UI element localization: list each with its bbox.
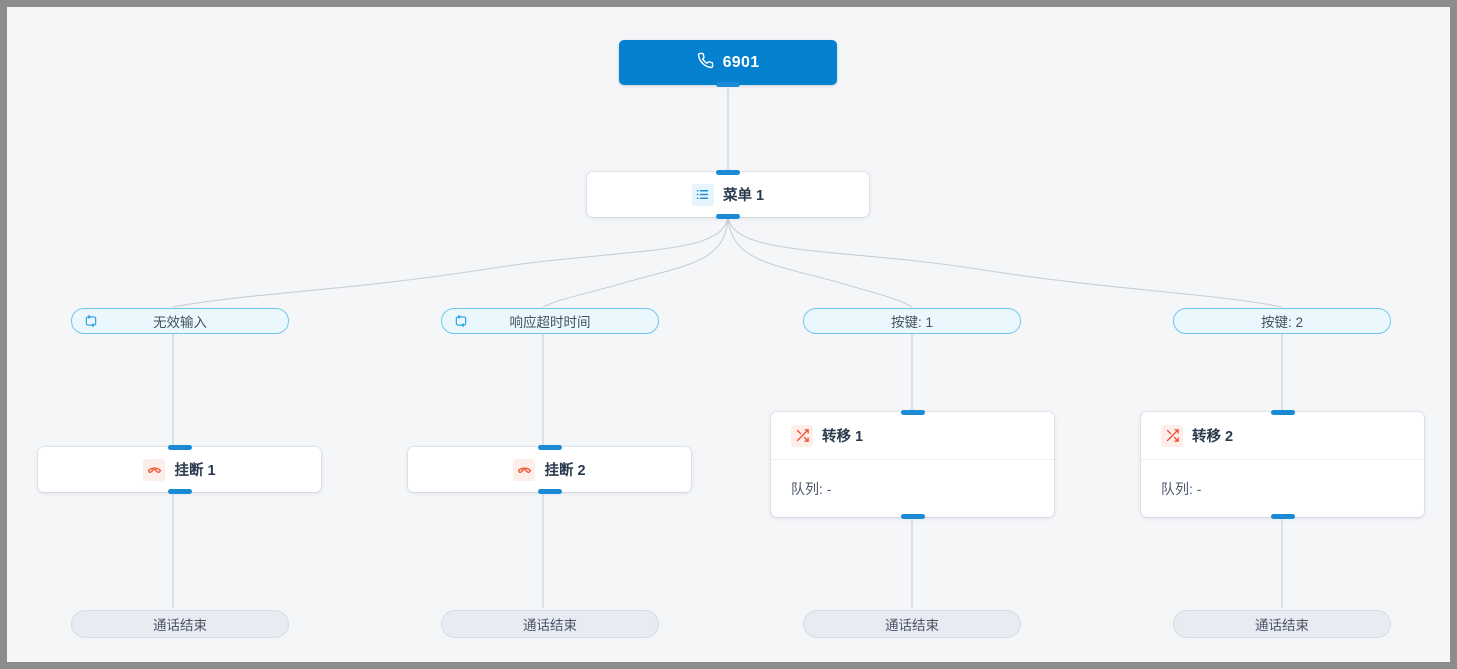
- end-pill-label: 通话结束: [153, 618, 207, 633]
- shuffle-transfer-icon: [791, 424, 813, 447]
- end-pill-label: 通话结束: [885, 618, 939, 633]
- transfer-node-2-header: 转移 2: [1141, 412, 1424, 460]
- end-pill-4[interactable]: 通话结束: [1173, 610, 1391, 638]
- end-pill-2[interactable]: 通话结束: [441, 610, 659, 638]
- branch-pill-label: 无效输入: [153, 315, 207, 330]
- root-extension-label: 6901: [722, 53, 760, 71]
- retry-loop-icon: [84, 314, 98, 328]
- edge-menu-to-branch-3: [727, 213, 913, 308]
- hangup-2-handle-bottom[interactable]: [537, 489, 562, 494]
- branch-pill-label: 按键: 2: [1260, 315, 1303, 330]
- root-handle-bottom[interactable]: [716, 82, 740, 87]
- hangup-1-handle-top[interactable]: [167, 445, 192, 450]
- hangup-node-1[interactable]: 挂断 1: [38, 445, 321, 494]
- hangup-2-handle-top[interactable]: [537, 445, 562, 450]
- root-extension-node[interactable]: 6901: [619, 40, 837, 87]
- phone-hangup-icon: [143, 458, 166, 481]
- transfer-node-2-label: 转移 2: [1192, 429, 1234, 445]
- edge-connector-layer: [172, 85, 1283, 608]
- hangup-node-1-title: 挂断 1: [143, 458, 216, 481]
- menu-handle-top[interactable]: [716, 170, 740, 175]
- transfer-node-1-title: 转移 1: [791, 424, 864, 447]
- menu-node[interactable]: 菜单 1: [587, 170, 869, 219]
- transfer-node-1-header: 转移 1: [771, 412, 1054, 460]
- phone-icon: [697, 52, 714, 74]
- list-menu-icon: [691, 183, 714, 206]
- transfer-node-1-label: 转移 1: [822, 429, 864, 445]
- hangup-1-handle-bottom[interactable]: [167, 489, 192, 494]
- edge-menu-to-branch-1: [172, 213, 729, 308]
- flow-canvas[interactable]: 6901 菜单 1: [7, 7, 1450, 662]
- end-pill-3[interactable]: 通话结束: [803, 610, 1021, 638]
- transfer-1-handle-bottom[interactable]: [900, 514, 925, 519]
- menu-node-title: 菜单 1: [691, 183, 765, 206]
- edge-menu-to-branch-4: [727, 213, 1283, 308]
- transfer-2-handle-top[interactable]: [1270, 410, 1295, 415]
- end-pill-1[interactable]: 通话结束: [71, 610, 289, 638]
- branch-pill-label: 响应超时时间: [509, 315, 591, 330]
- menu-handle-bottom[interactable]: [716, 214, 740, 219]
- hangup-node-2[interactable]: 挂断 2: [408, 445, 691, 494]
- transfer-node-2-queue: 队列: -: [1161, 480, 1202, 497]
- branch-pill-key-2[interactable]: 按键: 2: [1173, 308, 1391, 334]
- branch-pill-key-1[interactable]: 按键: 1: [803, 308, 1021, 334]
- branch-pill-invalid-input[interactable]: 无效输入: [71, 308, 289, 334]
- branch-pill-response-timeout[interactable]: 响应超时时间: [441, 308, 659, 334]
- transfer-2-handle-bottom[interactable]: [1270, 514, 1295, 519]
- shuffle-transfer-icon: [1161, 424, 1183, 447]
- transfer-node-1-queue: 队列: -: [791, 480, 832, 497]
- transfer-node-1[interactable]: 转移 1 队列: -: [771, 410, 1054, 519]
- transfer-node-2[interactable]: 转移 2 队列: -: [1141, 410, 1424, 519]
- menu-node-label: 菜单 1: [722, 188, 765, 204]
- edge-menu-to-branch-2: [542, 213, 729, 308]
- hangup-node-2-label: 挂断 2: [544, 463, 586, 479]
- end-pill-label: 通话结束: [523, 618, 577, 633]
- end-pill-label: 通话结束: [1255, 618, 1309, 633]
- retry-loop-icon: [454, 314, 468, 328]
- phone-hangup-icon: [513, 458, 536, 481]
- hangup-node-2-title: 挂断 2: [513, 458, 586, 481]
- hangup-node-1-label: 挂断 1: [174, 463, 216, 479]
- transfer-1-handle-top[interactable]: [900, 410, 925, 415]
- branch-pill-label: 按键: 1: [890, 315, 933, 330]
- transfer-node-2-title: 转移 2: [1161, 424, 1234, 447]
